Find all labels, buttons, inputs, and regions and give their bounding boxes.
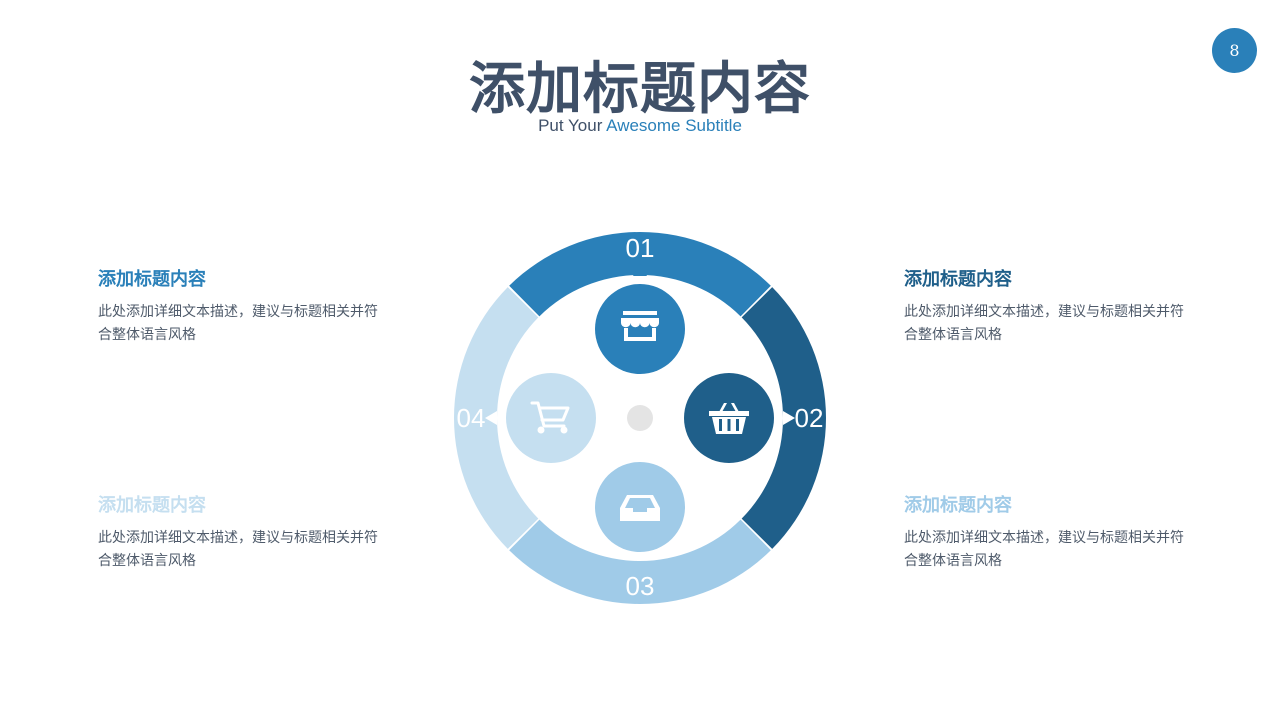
- step-number-1: 01: [626, 233, 655, 263]
- subtitle-highlight: Awesome Subtitle: [606, 116, 742, 135]
- basket-icon: [709, 403, 749, 434]
- block-title: 添加标题内容: [904, 495, 1012, 516]
- text-block-4: 添加标题内容 此处添加详细文本描述，建议与标题相关并符合整体语言风格: [98, 491, 388, 573]
- inbox-icon: [620, 495, 660, 521]
- text-block-1: 添加标题内容 此处添加详细文本描述，建议与标题相关并符合整体语言风格: [98, 265, 388, 347]
- pointer-1: [633, 264, 647, 276]
- block-title: 添加标题内容: [904, 269, 1012, 290]
- step-circle-1: [595, 284, 685, 374]
- block-title: 添加标题内容: [98, 269, 206, 290]
- pointer-3: [633, 561, 647, 573]
- text-block-3: 添加标题内容 此处添加详细文本描述，建议与标题相关并符合整体语言风格: [904, 491, 1194, 573]
- step-circle-3: [595, 462, 685, 552]
- step-number-3: 03: [626, 571, 655, 601]
- block-title: 添加标题内容: [98, 495, 206, 516]
- cart-icon: [530, 401, 570, 434]
- center-dot: [627, 405, 653, 431]
- page-number-badge: 8: [1212, 28, 1257, 73]
- page-subtitle: Put Your Awesome Subtitle: [0, 116, 1280, 136]
- store-icon: [621, 311, 659, 341]
- step-circle-4: [506, 373, 596, 463]
- step-number-2: 02: [795, 403, 824, 433]
- step-number-4: 04: [457, 403, 486, 433]
- text-block-2: 添加标题内容 此处添加详细文本描述，建议与标题相关并符合整体语言风格: [904, 265, 1194, 347]
- pointer-4: [485, 411, 497, 425]
- block-text: 此处添加详细文本描述，建议与标题相关并符合整体语言风格: [98, 530, 378, 569]
- block-text: 此处添加详细文本描述，建议与标题相关并符合整体语言风格: [904, 304, 1184, 343]
- subtitle-plain: Put Your: [538, 116, 607, 135]
- pointer-2: [783, 411, 795, 425]
- page-title: 添加标题内容: [469, 57, 811, 122]
- block-text: 此处添加详细文本描述，建议与标题相关并符合整体语言风格: [904, 530, 1184, 569]
- block-text: 此处添加详细文本描述，建议与标题相关并符合整体语言风格: [98, 304, 378, 343]
